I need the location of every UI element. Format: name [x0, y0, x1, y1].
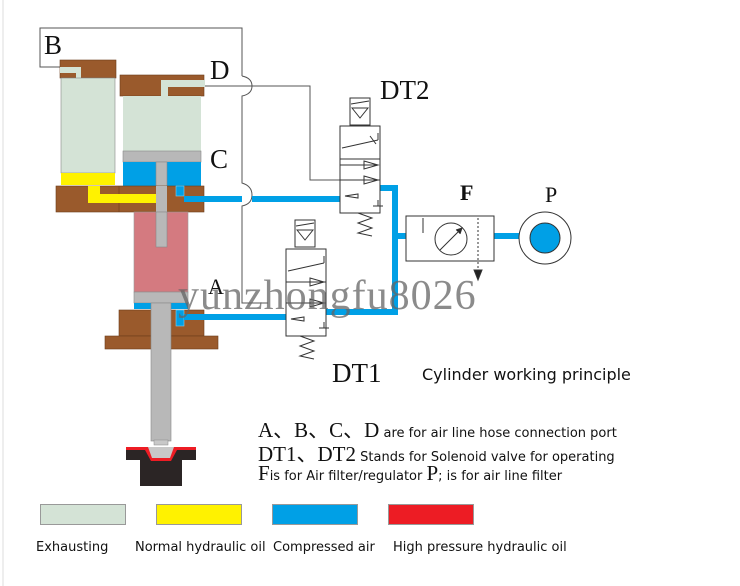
note-filter-symbol-f: F	[258, 461, 270, 485]
note-ports-text: are for air line hose connection port	[383, 426, 617, 441]
note-valves-symbols: DT1、DT2	[258, 442, 356, 466]
port-label-a: A	[208, 274, 224, 299]
pipe-port-d	[202, 85, 340, 181]
watermark: yunzhongfu8026	[178, 273, 477, 319]
pipe-vertical-return	[241, 75, 268, 304]
pipe-port-b	[39, 27, 243, 76]
legend-label-compressed-air: Compressed air	[273, 540, 375, 555]
middle-manifold-block	[55, 185, 205, 213]
port-label-c: C	[210, 144, 229, 174]
note-filter: Fis for Air filter/regulator P; is for a…	[258, 461, 562, 486]
port-label-d: D	[210, 55, 230, 85]
solenoid-valve-dt2	[339, 97, 383, 237]
note-source-text: ; is for air line filter	[438, 469, 563, 484]
legend-label-exhausting: Exhausting	[36, 540, 109, 555]
port-label-b: B	[44, 30, 63, 60]
legend-swatch-compressed-air	[272, 504, 358, 525]
oil-reservoir-cylinder	[59, 59, 117, 185]
legend-swatch-high-pressure-oil	[388, 504, 474, 525]
label-f: F	[460, 180, 474, 205]
piston-rod	[150, 302, 172, 442]
note-ports: A、B、C、D are for air line hose connection…	[258, 414, 617, 444]
note-ports-symbols: A、B、C、D	[258, 418, 380, 442]
note-valves: DT1、DT2 Stands for Solenoid valve for op…	[258, 438, 615, 468]
diagram-title: Cylinder working principle	[422, 365, 631, 384]
label-p: P	[545, 182, 558, 207]
note-filter-text: is for Air filter/regulator	[269, 469, 423, 484]
label-dt1: DT1	[332, 358, 382, 388]
legend-label-high-pressure-oil: High pressure hydraulic oil	[393, 540, 567, 555]
note-filter-symbol-p: P	[426, 461, 439, 485]
filter-regulator	[405, 215, 495, 282]
label-dt2: DT2	[380, 75, 430, 105]
press-die	[126, 447, 196, 486]
legend-swatch-normal-hydraulic-oil	[156, 504, 242, 525]
legend-swatch-exhausting	[40, 504, 126, 525]
note-valves-text: Stands for Solenoid valve for operating	[360, 450, 615, 465]
legend-label-normal-hydraulic-oil: Normal hydraulic oil	[135, 540, 266, 555]
air-source	[518, 211, 572, 265]
solenoid-valve-dt1	[285, 219, 329, 360]
